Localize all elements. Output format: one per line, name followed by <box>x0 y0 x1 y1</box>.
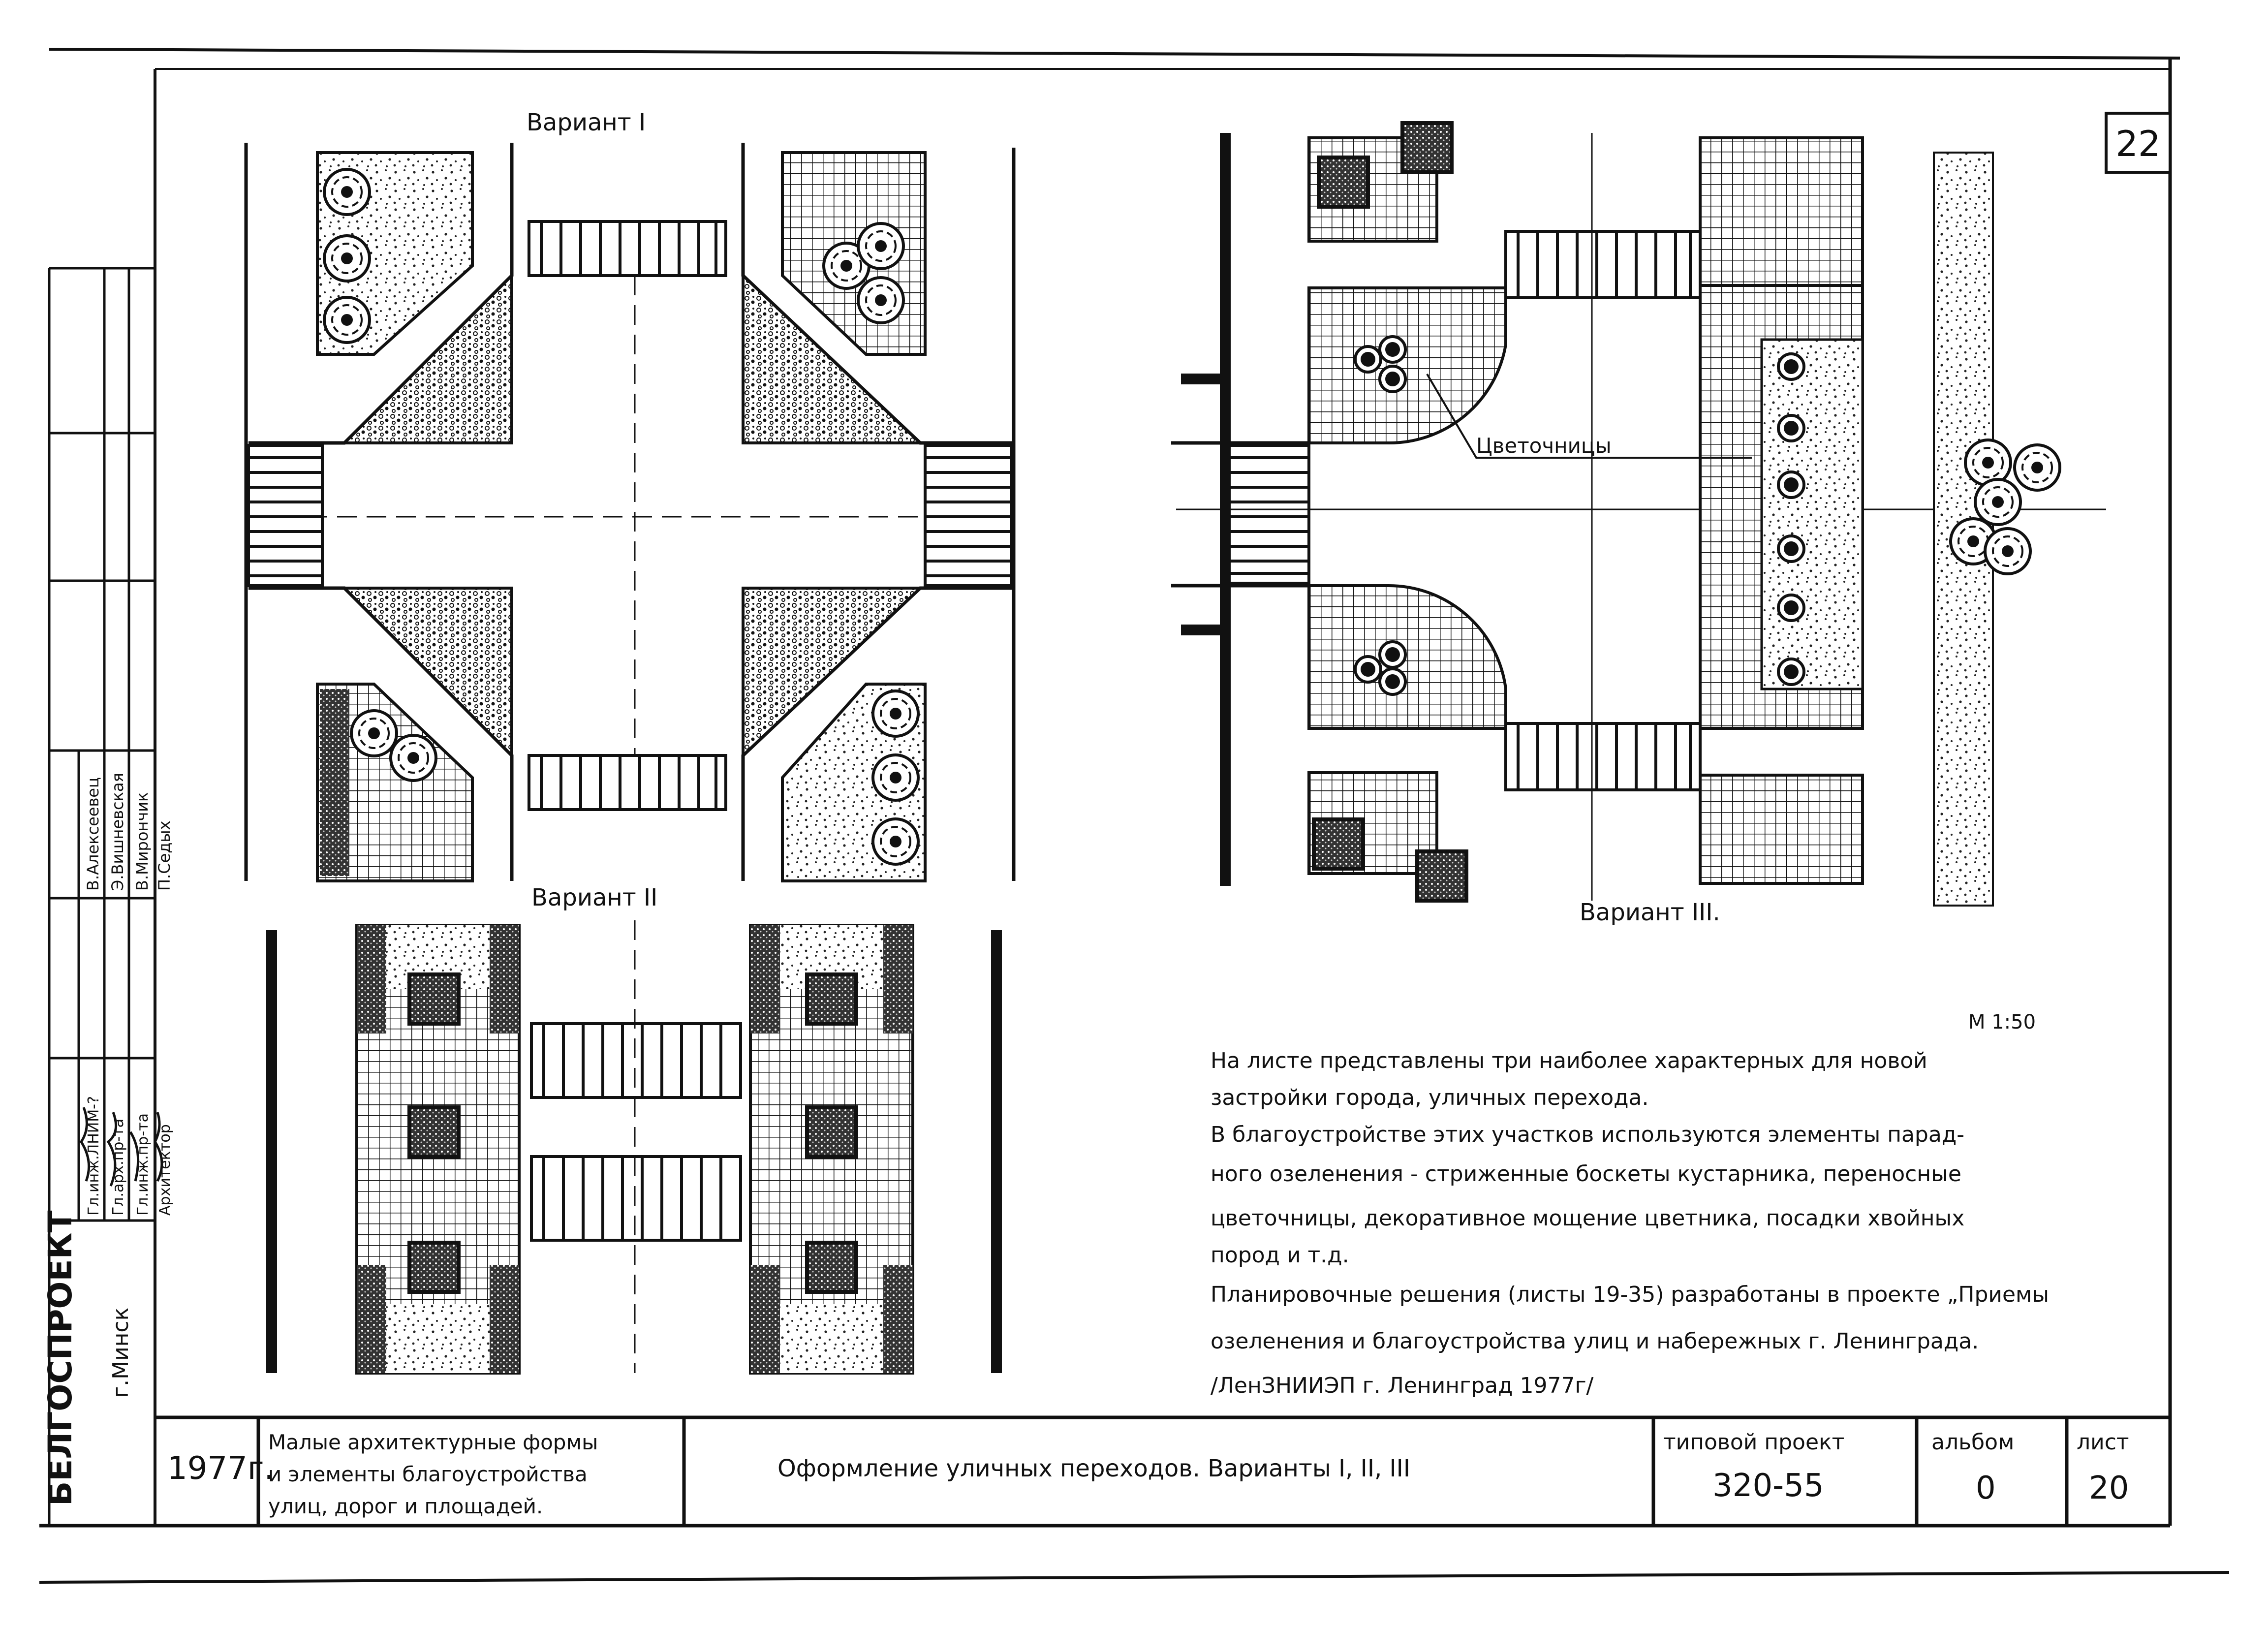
stamp-city: г.Минск <box>108 1308 133 1398</box>
variant-2-plan: Вариант II <box>266 884 1002 1375</box>
note-line-9: /ЛенЗНИИЭП г. Ленинград 1977г/ <box>1211 1373 1594 1398</box>
side-stamp <box>48 267 155 1526</box>
tb-sheet-title: Оформление уличных переходов. Варианты I… <box>777 1455 1410 1482</box>
tb-sheet-value: 20 <box>2089 1470 2129 1506</box>
notes: М 1:50 На листе представлены три наиболе… <box>1211 1011 2049 1398</box>
side-stamp-text: БЕЛГОСПРОЕКТ г.Минск Гл.инж.ЛНИМ-? Гл.ар… <box>41 773 174 1506</box>
stamp-name-2: Э.Вишневская <box>108 773 127 891</box>
v1-crosswalk-top <box>528 220 727 277</box>
stamp-name-4: П.Седых <box>155 820 174 891</box>
tb-series-2: и элементы благоустройства <box>268 1462 588 1486</box>
stamp-role-4: Архитектор <box>156 1124 174 1216</box>
tb-album-label: альбом <box>1931 1430 2014 1455</box>
v1-crosswalk-right <box>924 444 1013 587</box>
variant-3-label: Вариант III. <box>1580 899 1720 926</box>
page-number-box: 22 <box>2105 112 2172 174</box>
tb-project-number: 320-55 <box>1712 1468 1824 1504</box>
stamp-org: БЕЛГОСПРОЕКТ <box>41 1210 79 1506</box>
v3-crosswalk-left <box>1224 444 1310 585</box>
variant-1-plan: Вариант I <box>244 109 1016 882</box>
note-line-6: пород и т.д. <box>1211 1243 1349 1268</box>
tb-series-1: Малые архитектурные формы <box>268 1430 598 1454</box>
stamp-name-1: В.Алексеевец <box>84 777 102 891</box>
note-line-8: озеленения и благоустройства улиц и набе… <box>1211 1329 1979 1354</box>
v1-crosswalk-bottom <box>528 754 727 811</box>
variant-3-plan: Цветочницы Вариант III. <box>1171 123 2106 926</box>
variant-1-label: Вариант I <box>527 109 646 136</box>
sheet-frame <box>39 48 2230 1584</box>
note-line-4: ного озеленения - стриженные боскеты кус… <box>1211 1161 1961 1187</box>
callout-label: Цветочницы <box>1476 434 1612 458</box>
tb-project-label: типовой проект <box>1663 1430 1844 1455</box>
tb-album-value: 0 <box>1976 1470 1996 1506</box>
v2-crosswalks <box>530 1022 742 1242</box>
tb-sheet-label: лист <box>2077 1430 2129 1455</box>
stamp-name-3: В.Мирончик <box>133 792 152 891</box>
note-line-1: На листе представлены три наиболее харак… <box>1211 1048 1927 1073</box>
note-line-2: застройки города, уличных перехода. <box>1211 1085 1648 1110</box>
tb-year: 1977г. <box>167 1450 274 1487</box>
title-block: 1977г. Малые архитектурные формы и элеме… <box>155 1415 2170 1526</box>
v1-crosswalk-left <box>247 444 324 587</box>
note-line-7: Планировочные решения (листы 19-35) разр… <box>1211 1282 2049 1307</box>
tb-series-3: улиц, дорог и площадей. <box>268 1494 543 1518</box>
page-number: 22 <box>2115 123 2161 164</box>
note-line-3: В благоустройстве этих участков использу… <box>1211 1122 1964 1147</box>
note-line-5: цветочницы, декоративное мощение цветник… <box>1211 1206 1964 1231</box>
stamp-role-2: Гл.арх.пр-та <box>110 1119 127 1216</box>
variant-2-label: Вариант II <box>531 884 657 911</box>
v3-crosswalks <box>1504 230 1702 791</box>
scale-label: М 1:50 <box>1968 1011 2036 1034</box>
signature-marks <box>80 1107 163 1187</box>
